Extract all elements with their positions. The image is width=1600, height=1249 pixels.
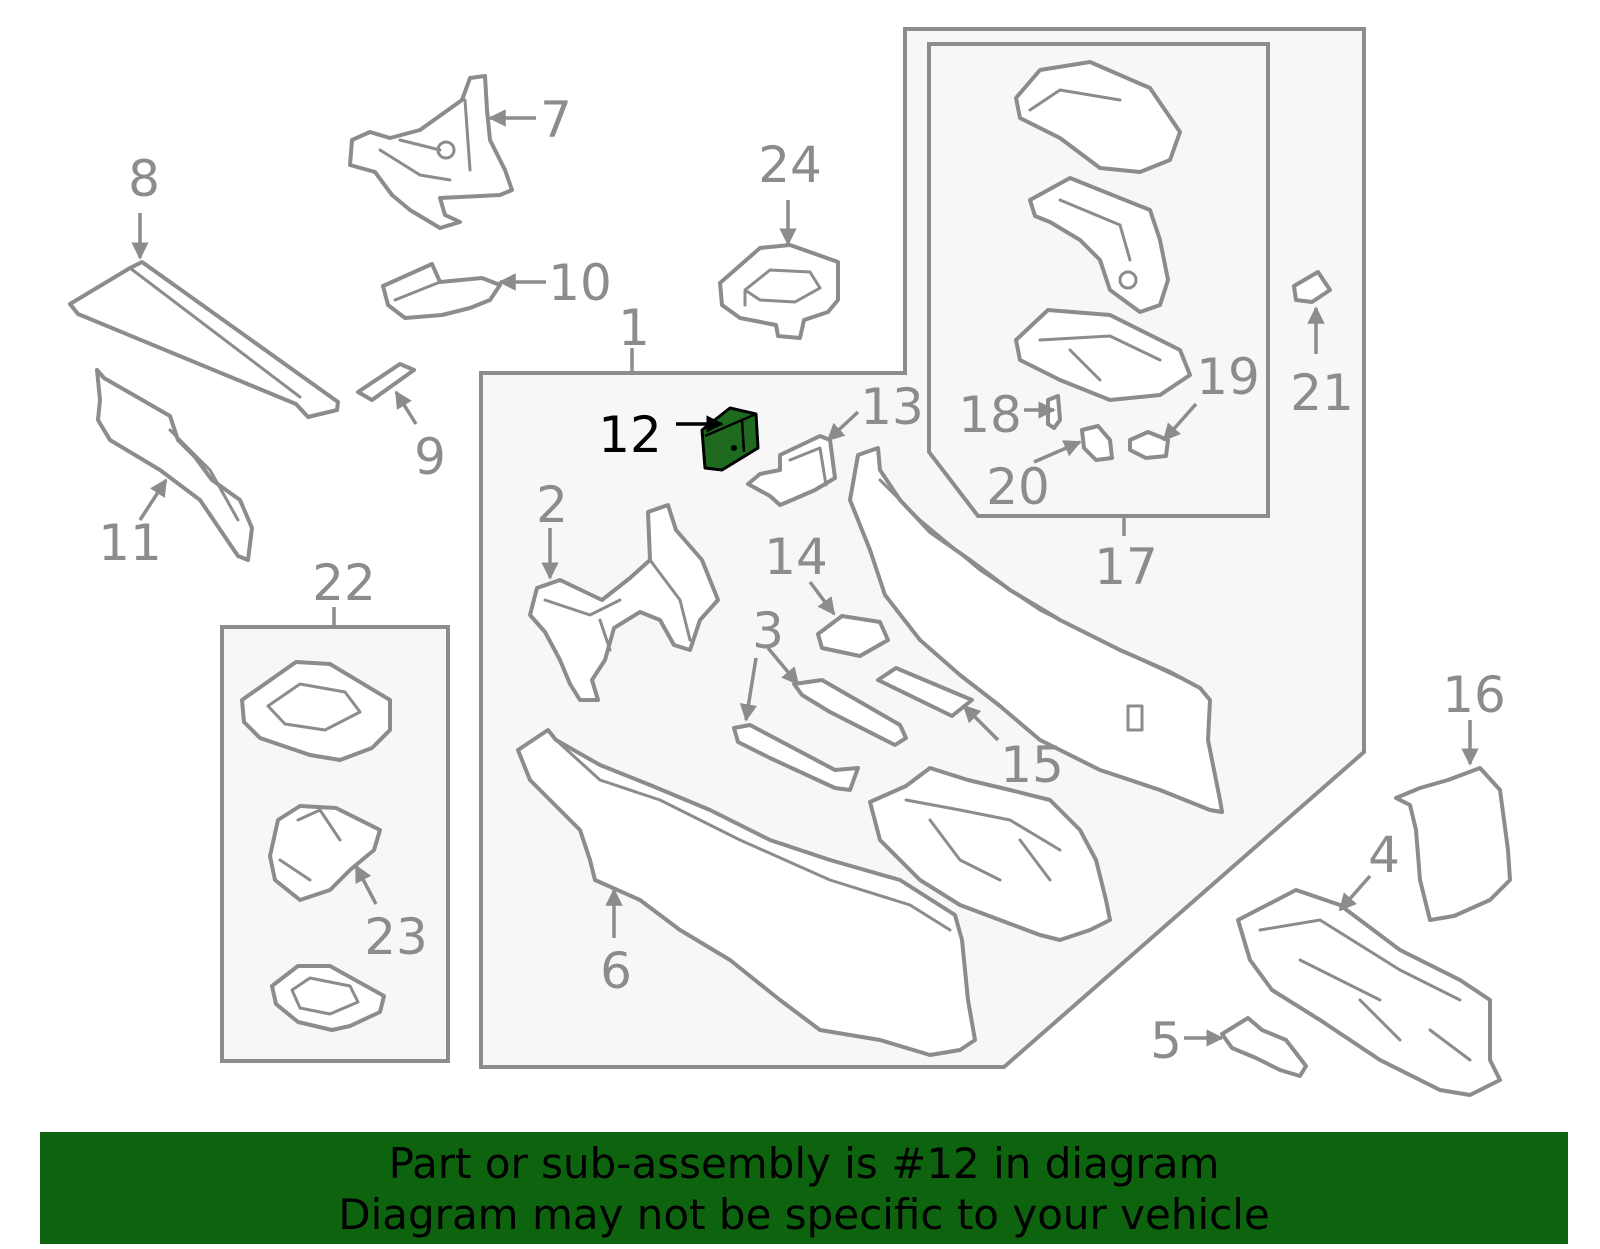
leader-14 xyxy=(808,580,836,616)
leader-3b xyxy=(739,657,758,722)
part-8-shape xyxy=(68,260,340,419)
part-11-shape xyxy=(95,368,254,562)
info-banner: Part or sub-assembly is #12 in diagram D… xyxy=(40,1132,1568,1244)
callout-18: 18 xyxy=(958,386,1022,444)
leader-23 xyxy=(354,864,378,905)
callout-15: 15 xyxy=(1000,736,1064,794)
leader-4 xyxy=(1338,874,1372,912)
callout-20: 20 xyxy=(986,458,1050,516)
part-20-shape xyxy=(1080,424,1114,462)
leader-9 xyxy=(394,390,418,425)
callout-3: 3 xyxy=(752,602,784,660)
callout-21: 21 xyxy=(1290,364,1354,422)
part-22-trim-shape xyxy=(270,964,386,1032)
leader-13 xyxy=(826,410,860,442)
callout-24: 24 xyxy=(758,136,822,194)
leader-15 xyxy=(962,704,1000,742)
part-9-shape xyxy=(356,362,416,402)
part-3-shape xyxy=(732,678,908,792)
part-18-shape xyxy=(1046,394,1062,430)
part-15-shape xyxy=(876,666,974,718)
part-23-shape xyxy=(268,804,382,902)
callout-11: 11 xyxy=(98,514,162,572)
callout-13: 13 xyxy=(860,378,924,436)
callout-8: 8 xyxy=(128,150,160,208)
part-17-lid-shape xyxy=(1014,60,1182,174)
part-5-shape xyxy=(1220,1016,1308,1078)
callout-7: 7 xyxy=(540,91,572,149)
banner-line-disclaimer: Diagram may not be specific to your vehi… xyxy=(338,1190,1270,1239)
part-6-shape xyxy=(516,728,977,1057)
callout-23: 23 xyxy=(364,908,428,966)
callout-10: 10 xyxy=(548,254,612,312)
callout-14: 14 xyxy=(764,528,828,586)
part-4-shape xyxy=(1236,888,1502,1097)
callout-19: 19 xyxy=(1196,348,1260,406)
leader-3a xyxy=(766,646,800,686)
callout-9: 9 xyxy=(414,428,446,486)
part-22-bezel-shape xyxy=(240,660,392,762)
callout-6: 6 xyxy=(600,942,632,1000)
leader-11 xyxy=(138,478,168,521)
part-24-shape xyxy=(718,243,840,340)
part-side-panel-shape xyxy=(848,446,1224,814)
part-17-hinge-shape xyxy=(1028,176,1170,314)
part-storage-bin-shape xyxy=(868,766,1112,942)
banner-line-part-number: Part or sub-assembly is #12 in diagram xyxy=(388,1139,1220,1188)
part-16-shape xyxy=(1394,766,1512,922)
part-2-shape xyxy=(528,503,720,702)
leader-20 xyxy=(1033,440,1082,464)
callout-4: 4 xyxy=(1368,826,1400,884)
callout-2: 2 xyxy=(536,476,568,534)
part-7-shape xyxy=(348,74,514,230)
callout-22: 22 xyxy=(312,554,376,612)
part-21-shape xyxy=(1292,270,1332,304)
leader-19 xyxy=(1162,402,1198,442)
callout-5: 5 xyxy=(1150,1012,1182,1070)
callout-17: 17 xyxy=(1094,538,1158,596)
part-10-shape xyxy=(381,262,502,320)
callout-16: 16 xyxy=(1442,666,1506,724)
part-19-shape xyxy=(1128,430,1170,460)
callout-12: 12 xyxy=(598,406,662,464)
callout-1: 1 xyxy=(618,299,650,357)
part-17-base-shape xyxy=(1014,308,1192,402)
part-14-shape xyxy=(816,614,890,658)
